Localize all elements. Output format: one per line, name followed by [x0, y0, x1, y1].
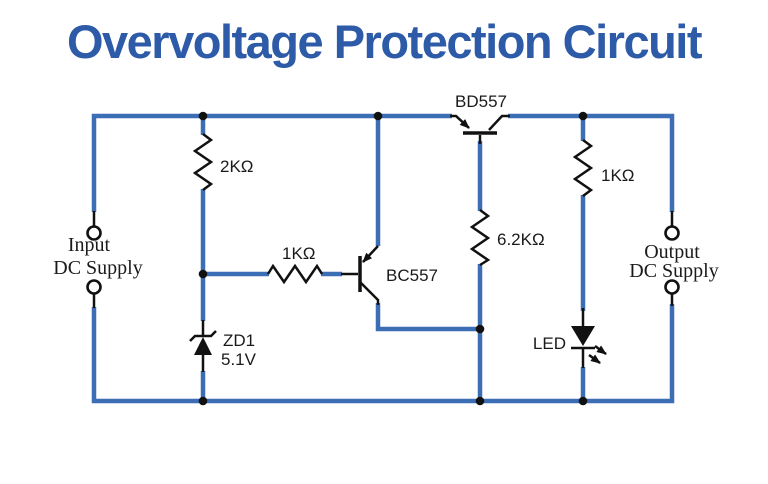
label-r2: 1KΩ [282, 244, 316, 263]
label-input-line2: DC Supply [53, 257, 142, 279]
label-r4: 1KΩ [601, 166, 635, 185]
junction-dots [198, 111, 588, 406]
transistor-q1 [341, 245, 380, 305]
label-zd1-name: ZD1 [223, 331, 255, 350]
resistor-r3 [469, 209, 491, 267]
wire-top-right-rail [508, 113, 675, 212]
input-terminal-negative [86, 279, 102, 295]
wire-top-left-rail [91, 113, 452, 212]
zener-diode-zd1 [189, 320, 217, 372]
resistor-r1 [192, 133, 214, 191]
wires [91, 113, 675, 404]
junction-dot [198, 111, 208, 121]
q2-collector-lead [488, 114, 510, 131]
label-input-line1: Input [68, 234, 111, 256]
label-output-line1: Output [644, 241, 700, 263]
resistor-r4 [572, 139, 594, 197]
label-q1: BC557 [386, 266, 438, 285]
junction-dot [578, 111, 588, 121]
label-r3: 6.2KΩ [497, 230, 545, 249]
transistor-q2 [450, 114, 510, 144]
input-terminals [86, 211, 102, 308]
label-r1: 2KΩ [220, 157, 254, 176]
label-q2: BD557 [455, 92, 507, 111]
zd1-cathode-bar [189, 330, 217, 342]
zd1-anode-triangle [194, 337, 212, 355]
wire-q1-collector-run [375, 303, 480, 332]
junction-dot [198, 269, 208, 279]
output-terminals [664, 211, 680, 306]
page-title: Overvoltage Protection Circuit [66, 15, 703, 68]
q1-collector-lead [360, 282, 380, 305]
q1-emitter-lead [362, 245, 379, 263]
led-emission-arrow-2 [588, 353, 601, 365]
label-zd1-value: 5.1V [221, 350, 257, 369]
label-led: LED [533, 334, 566, 353]
resistor-r4-zigzag [572, 139, 594, 197]
input-terminal-positive [86, 225, 102, 241]
resistor-r2-zigzag [266, 263, 324, 285]
junction-dot [475, 324, 485, 334]
output-terminal-positive [664, 225, 680, 241]
junction-dot [475, 396, 485, 406]
junction-dot [198, 396, 208, 406]
led-emission-arrow-1 [594, 344, 607, 356]
wire-bottom-rail [91, 304, 675, 404]
label-output-line2: DC Supply [629, 260, 718, 282]
q2-emitter-lead [450, 114, 470, 129]
output-terminal-negative [664, 279, 680, 295]
junction-dot [578, 396, 588, 406]
resistor-r2 [266, 263, 324, 285]
resistor-r1-zigzag [192, 133, 214, 191]
labels: 2KΩ 1KΩ BC557 BD557 6.2KΩ 1KΩ LED ZD1 5.… [53, 92, 718, 369]
junction-dot [373, 111, 383, 121]
resistor-r3-zigzag [469, 209, 491, 267]
led-d1 [571, 308, 607, 368]
led-triangle [571, 326, 595, 346]
